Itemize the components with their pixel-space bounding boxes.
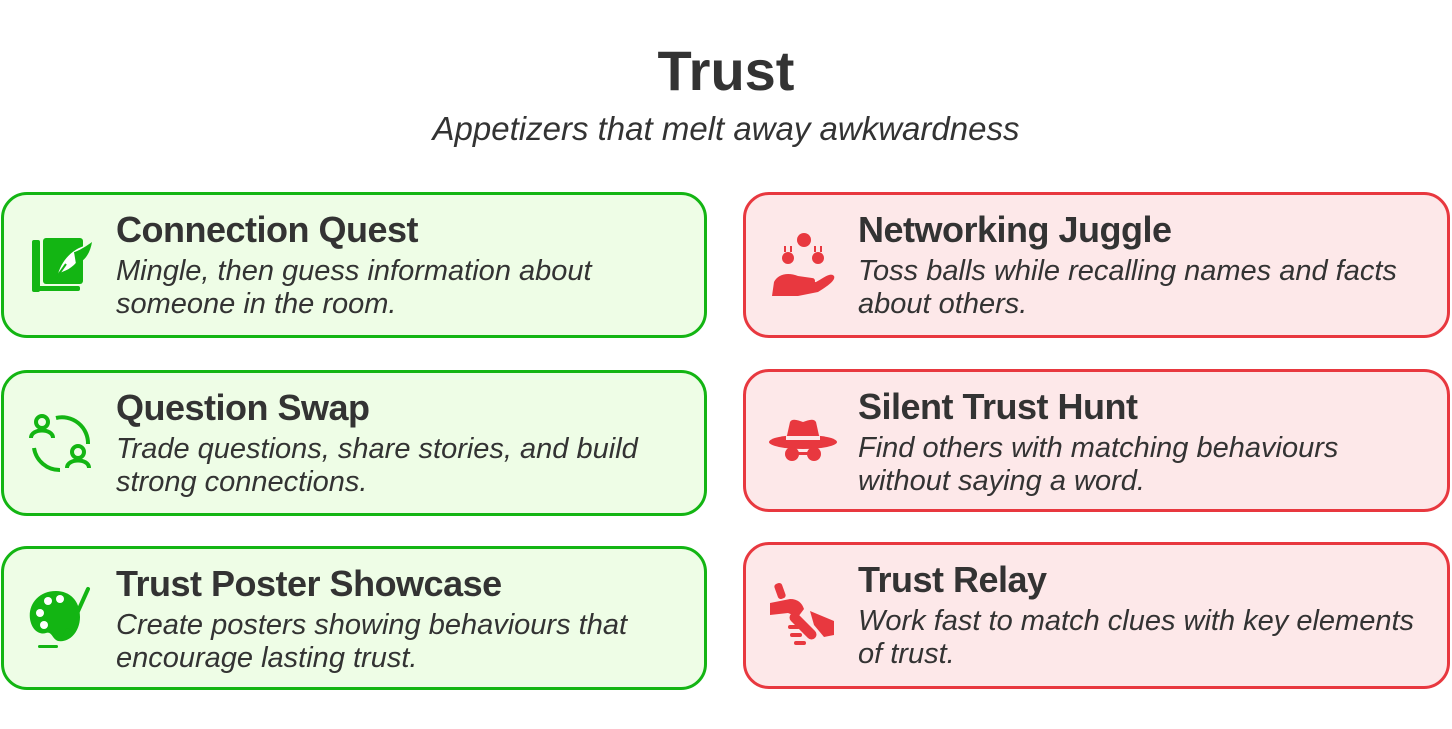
card-connection-quest: Connection Quest Mingle, then guess info… (1, 192, 707, 338)
card-question-swap: Question Swap Trade questions, share sto… (1, 370, 707, 516)
card-networking-juggle: Networking Juggle Toss balls while recal… (743, 192, 1450, 338)
card-description: Create posters showing behaviours that e… (116, 609, 628, 674)
palette-brush-icon (29, 587, 90, 648)
card-description: Trade questions, share stories, and buil… (116, 433, 638, 498)
card-description: Work fast to match clues with key elemen… (858, 605, 1415, 670)
spy-hat-icon (769, 419, 837, 461)
relay-baton-icon (770, 582, 834, 645)
page-title: Trust (657, 39, 795, 102)
page-subtitle: Appetizers that melt away awkwardness (432, 110, 1020, 147)
people-exchange-icon (29, 414, 91, 473)
card-title: Networking Juggle (858, 209, 1172, 250)
card-title: Connection Quest (116, 209, 419, 250)
card-trust-poster-showcase: Trust Poster Showcase Create posters sho… (1, 546, 707, 690)
book-quill-icon (32, 238, 92, 292)
hand-juggling-icon (772, 233, 835, 296)
card-title: Silent Trust Hunt (858, 386, 1138, 427)
card-silent-trust-hunt: Silent Trust Hunt Find others with match… (743, 369, 1450, 512)
card-description: Find others with matching behaviours wit… (858, 432, 1339, 497)
card-description: Mingle, then guess information about som… (116, 255, 592, 320)
card-trust-relay: Trust Relay Work fast to match clues wit… (743, 542, 1450, 689)
card-title: Trust Poster Showcase (116, 563, 502, 604)
card-title: Question Swap (116, 387, 370, 428)
card-description: Toss balls while recalling names and fac… (858, 255, 1397, 320)
card-title: Trust Relay (858, 559, 1047, 600)
